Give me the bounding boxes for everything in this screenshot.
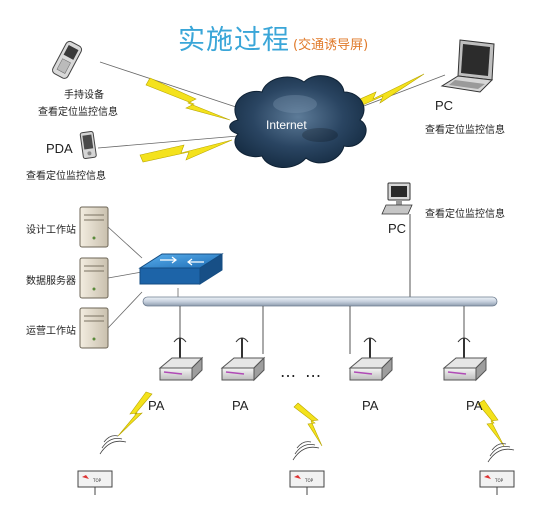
network-switch-icon [138, 253, 224, 285]
ellipsis-more-access-points: … … [280, 362, 324, 381]
access-point-3-icon [348, 337, 394, 382]
guidance-screen-1-badge: TOP [92, 478, 102, 483]
network-bus [142, 296, 498, 307]
server-design-workstation [79, 206, 109, 248]
pda-icon [79, 130, 97, 159]
access-point-1-icon [158, 337, 204, 382]
wireless-bolt-pda [139, 139, 233, 163]
pda-label: PDA [46, 141, 73, 156]
desk-pc-caption: 查看定位监控信息 [425, 209, 505, 220]
access-point-4-label: PA [466, 398, 483, 413]
access-point-3-label: PA [362, 398, 379, 413]
server-data-server [79, 257, 109, 299]
guidance-screen-3-icon: TOP [479, 470, 515, 495]
pda-caption: 查看定位监控信息 [26, 171, 106, 182]
guidance-screen-1-icon: TOP [77, 470, 113, 495]
access-point-1-label: PA [148, 398, 165, 413]
handheld-caption: 查看定位监控信息 [38, 107, 118, 118]
guidance-screen-2-badge: TOP [304, 478, 314, 483]
desk-pc-label: PC [388, 221, 407, 236]
server-operations-label: 运营工作站 [26, 326, 76, 337]
access-point-2-icon [220, 337, 266, 382]
laptop-icon [440, 39, 495, 93]
laptop-pc-caption: 查看定位监控信息 [425, 125, 505, 136]
server-operations-workstation [79, 307, 109, 349]
wireless-bolt-handheld [145, 77, 231, 121]
wireless-bolt-sign-1 [117, 391, 153, 437]
title-subtitle: (交通诱导屏) [293, 38, 369, 53]
handheld-label: 手持设备 [64, 90, 104, 101]
server-design-label: 设计工作站 [26, 225, 76, 236]
guidance-screen-2-icon: TOP [289, 470, 325, 495]
desktop-pc-icon [381, 182, 413, 215]
internet-label: Internet [266, 118, 307, 132]
signal-waves [99, 435, 515, 463]
laptop-pc-label: PC [435, 98, 454, 113]
guidance-screen-3-badge: TOP [494, 478, 504, 483]
access-point-4-icon [442, 337, 488, 382]
title-main: 实施过程 [178, 25, 290, 56]
lan-links [107, 226, 179, 329]
server-data-label: 数据服务器 [26, 276, 76, 287]
wireless-bolt-sign-3 [477, 399, 505, 447]
internet-cloud [229, 75, 367, 168]
wireless-bolt-sign-2 [293, 402, 323, 447]
access-point-links [179, 306, 465, 354]
page-title: 实施过程(交通诱导屏) [178, 18, 368, 57]
access-point-2-label: PA [232, 398, 249, 413]
handheld-device-icon [52, 40, 83, 79]
